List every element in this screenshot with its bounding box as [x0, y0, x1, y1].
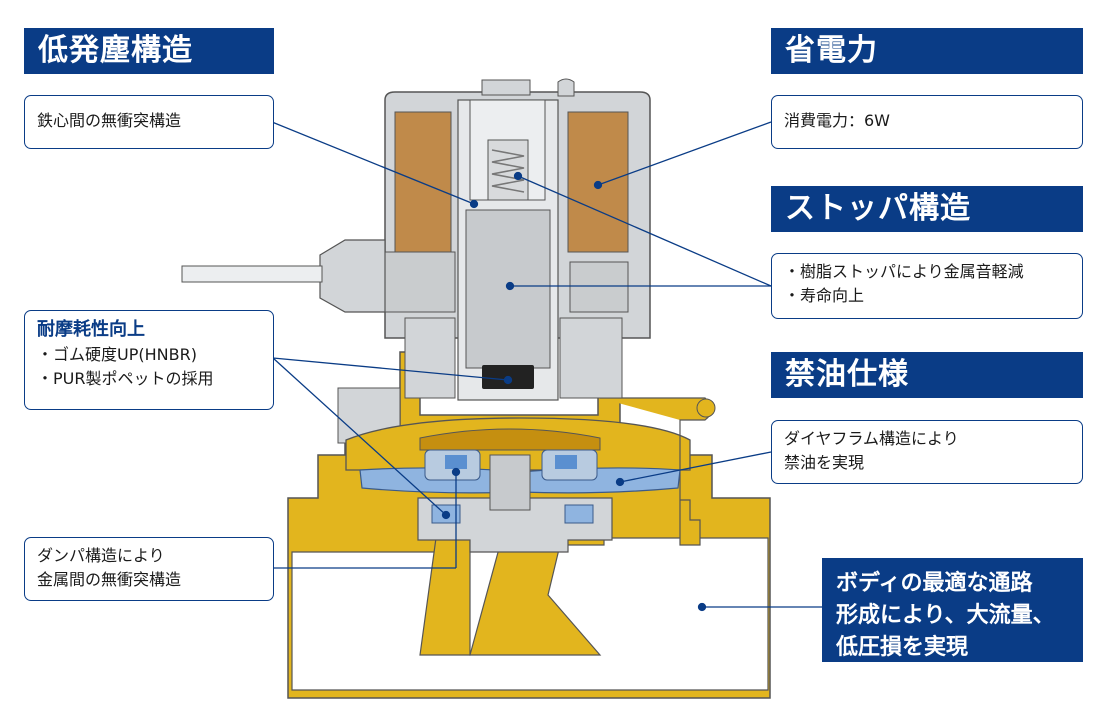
callout-durability-item-1: ・ゴム硬度UP(HNBR): [37, 345, 197, 364]
callout-body: ボディの最適な通路 形成により、大流量、 低圧損を実現: [822, 558, 1083, 662]
callout-core: 鉄心間の無衝突構造: [24, 95, 274, 149]
callout-diaphragm-line-2: 禁油を実現: [784, 453, 865, 472]
lead-wire: [181, 239, 386, 313]
callout-damper-line-2: 金属間の無衝突構造: [37, 570, 182, 589]
callout-diaphragm: ダイヤフラム構造により 禁油を実現: [771, 420, 1083, 484]
header-low-dust: 低発塵構造: [24, 28, 274, 74]
callout-body-line-1: ボディの最適な通路: [836, 571, 1033, 596]
leader-lines: [271, 121, 822, 612]
callout-body-line-2: 形成により、大流量、: [836, 603, 1055, 628]
callout-power: 消費電力：6W: [771, 95, 1083, 149]
callout-diaphragm-line-1: ダイヤフラム構造により: [784, 429, 959, 448]
callout-stopper: ・樹脂ストッパにより金属音軽減 ・寿命向上: [771, 253, 1083, 319]
callout-power-text: 消費電力：6W: [784, 111, 891, 130]
header-oil-free: 禁油仕様: [771, 352, 1083, 398]
callout-damper-line-1: ダンパ構造により: [37, 546, 165, 565]
callout-stopper-item-2: ・寿命向上: [784, 286, 865, 305]
header-stopper-text: ストッパ構造: [785, 191, 971, 226]
header-oil-free-text: 禁油仕様: [785, 357, 909, 392]
callout-durability-item-2: ・PUR製ポペットの採用: [37, 369, 214, 388]
callout-damper: ダンパ構造により 金属間の無衝突構造: [24, 537, 274, 601]
callout-durability-title: 耐摩耗性向上: [37, 319, 145, 340]
callout-body-line-3: 低圧損を実現: [836, 635, 969, 660]
header-stopper: ストッパ構造: [771, 186, 1083, 232]
header-energy-text: 省電力: [785, 33, 878, 68]
solenoid-housing: [384, 78, 651, 401]
callout-durability: 耐摩耗性向上 ・ゴム硬度UP(HNBR) ・PUR製ポペットの採用: [24, 310, 274, 410]
callout-stopper-item-1: ・樹脂ストッパにより金属音軽減: [784, 262, 1024, 281]
header-low-dust-text: 低発塵構造: [38, 33, 193, 68]
callout-core-text: 鉄心間の無衝突構造: [37, 111, 182, 130]
header-energy: 省電力: [771, 28, 1083, 74]
